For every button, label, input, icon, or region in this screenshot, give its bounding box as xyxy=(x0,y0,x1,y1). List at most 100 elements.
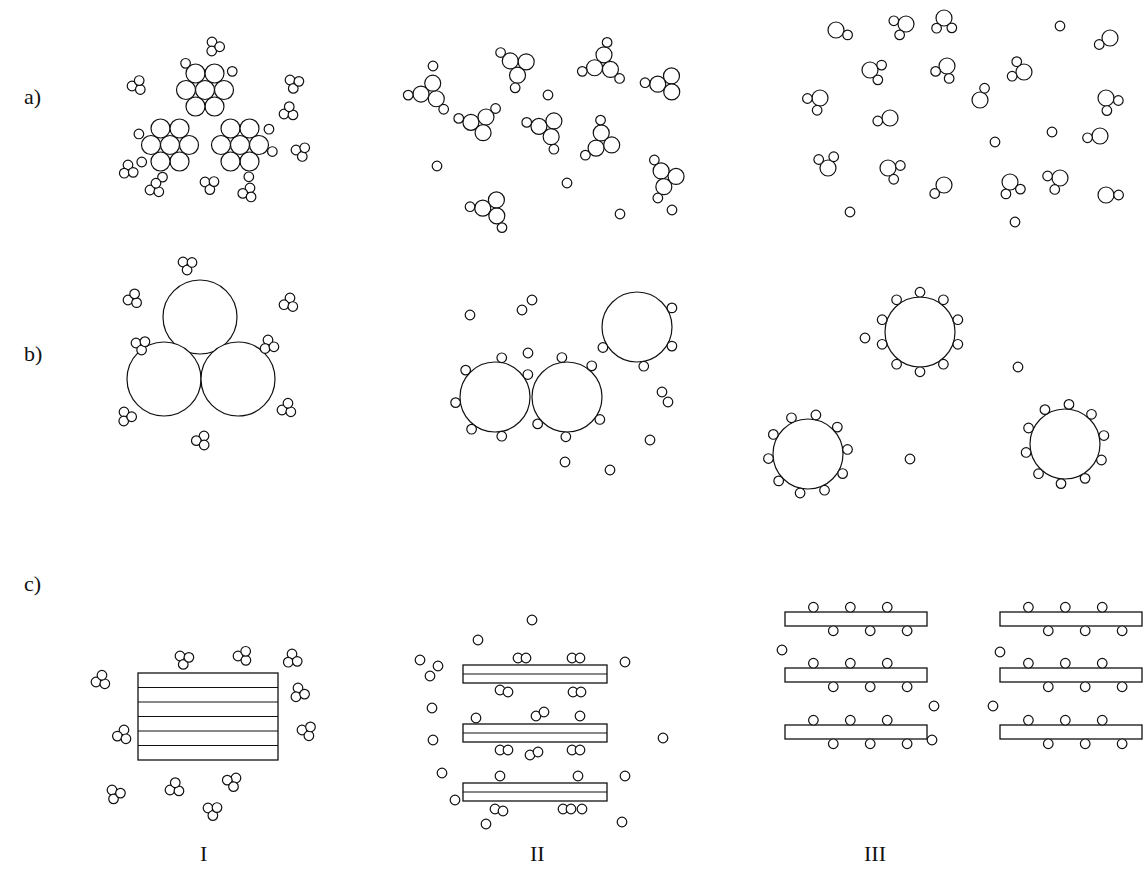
adsorbed-molecule xyxy=(1024,423,1034,433)
small-molecule xyxy=(439,104,449,114)
sphere xyxy=(773,419,843,489)
adsorbed-molecule xyxy=(533,419,543,429)
medium-molecule xyxy=(475,125,491,141)
medium-molecule xyxy=(604,137,620,153)
small-molecule xyxy=(471,713,481,723)
small-molecule xyxy=(119,168,129,178)
small-molecule xyxy=(1007,71,1017,81)
adsorbed-molecule xyxy=(865,739,875,749)
medium-molecule xyxy=(972,92,988,108)
aggregate-molecule xyxy=(231,136,250,155)
small-molecule xyxy=(428,735,438,745)
aggregate-molecule xyxy=(142,136,161,155)
small-molecule xyxy=(1094,40,1104,50)
medium-molecule xyxy=(1092,128,1108,144)
small-molecule xyxy=(437,768,447,778)
adsorbed-molecule xyxy=(882,602,892,612)
small-molecule xyxy=(860,333,870,343)
small-molecule xyxy=(473,635,483,645)
layer-line xyxy=(138,745,278,746)
lamella xyxy=(1000,725,1142,739)
adsorbed-molecule xyxy=(846,602,856,612)
small-molecule xyxy=(523,348,533,358)
aggregate-molecule xyxy=(170,119,189,138)
adsorbed-molecule xyxy=(461,365,471,375)
adsorbed-molecule xyxy=(892,359,902,369)
adsorbed-molecule xyxy=(1117,682,1127,692)
small-molecule xyxy=(521,653,531,663)
aggregate-molecule xyxy=(205,64,224,83)
small-molecule xyxy=(944,74,954,84)
small-molecule xyxy=(134,129,144,139)
adsorbed-molecule xyxy=(523,370,533,380)
small-molecule xyxy=(140,337,150,347)
adsorbed-molecule xyxy=(1061,602,1071,612)
medium-molecule xyxy=(488,192,504,208)
medium-molecule xyxy=(587,60,603,76)
small-molecule xyxy=(1013,362,1023,372)
small-molecule xyxy=(640,78,650,88)
adsorbed-molecule xyxy=(587,361,597,371)
small-molecule xyxy=(575,711,585,721)
medium-molecule xyxy=(1098,90,1114,106)
aggregate-molecule xyxy=(161,136,180,155)
adsorbed-molecule xyxy=(833,422,843,432)
adsorbed-molecule xyxy=(561,432,571,442)
small-molecule xyxy=(560,457,570,467)
adsorbed-molecule xyxy=(497,431,507,441)
lamella xyxy=(463,783,607,801)
adsorbed-molecule xyxy=(795,488,805,498)
aggregate-molecule xyxy=(215,81,234,100)
medium-molecule xyxy=(668,168,684,184)
small-molecule xyxy=(873,75,883,85)
adsorbed-molecule xyxy=(774,476,784,486)
small-molecule xyxy=(889,16,899,26)
adsorbed-molecule xyxy=(764,454,774,464)
small-molecule xyxy=(128,168,138,178)
adsorbed-molecule xyxy=(787,413,797,423)
small-molecule xyxy=(1083,133,1093,143)
lamella xyxy=(785,612,927,626)
small-molecule xyxy=(170,778,180,788)
small-molecule xyxy=(1050,185,1060,195)
small-molecule xyxy=(527,295,537,305)
small-molecule xyxy=(184,653,194,663)
adsorbed-molecule xyxy=(809,658,819,668)
aggregate-molecule xyxy=(205,97,224,116)
small-molecule xyxy=(294,77,304,87)
small-molecule xyxy=(510,83,520,93)
small-molecule xyxy=(1043,171,1053,181)
sphere xyxy=(127,342,201,416)
small-molecule xyxy=(605,465,615,475)
small-molecule xyxy=(121,734,131,744)
small-molecule xyxy=(1001,189,1011,199)
small-molecule xyxy=(1047,127,1057,137)
small-molecule xyxy=(279,300,289,310)
small-molecule xyxy=(829,152,839,162)
adsorbed-molecule xyxy=(809,602,819,612)
small-molecule xyxy=(283,398,293,408)
small-molecule xyxy=(1012,57,1022,67)
small-molecule xyxy=(527,615,537,625)
small-molecule xyxy=(428,61,438,71)
lamella xyxy=(785,725,927,739)
small-molecule xyxy=(229,782,239,792)
small-molecule xyxy=(300,689,310,699)
small-molecule xyxy=(602,38,612,48)
small-molecule xyxy=(650,155,660,165)
small-molecule xyxy=(264,124,274,134)
small-molecule xyxy=(577,804,587,814)
small-molecule xyxy=(573,771,583,781)
sphere xyxy=(201,342,275,416)
layer-line xyxy=(138,701,278,702)
small-molecule xyxy=(292,657,302,667)
small-molecule xyxy=(432,161,442,171)
small-molecule xyxy=(300,143,310,153)
small-molecule xyxy=(517,305,527,315)
small-molecule xyxy=(663,397,673,407)
small-molecule xyxy=(283,657,293,667)
row-label: a) xyxy=(24,86,41,108)
adsorbed-molecule xyxy=(811,410,821,420)
sphere xyxy=(460,362,530,432)
adsorbed-molecule xyxy=(1099,431,1109,441)
